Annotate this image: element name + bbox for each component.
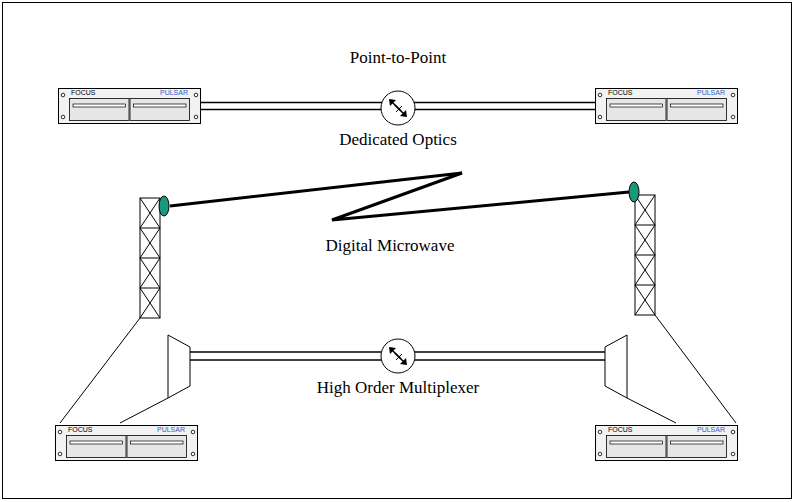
optical-symbol <box>381 91 415 125</box>
brand-label: FOCUS <box>71 89 96 97</box>
caption-label: Dedicated Optics <box>339 130 457 150</box>
equipment-rack: FOCUS PULSAR <box>595 425 738 461</box>
frame-border <box>3 3 792 499</box>
brand-label: PULSAR <box>697 89 725 97</box>
brand-label: PULSAR <box>157 426 185 434</box>
radio-tower <box>140 198 160 318</box>
microwave-link <box>170 173 629 220</box>
equipment-rack: FOCUS PULSAR <box>55 425 198 461</box>
microwave-dish <box>629 182 639 202</box>
caption-label: High Order Multiplexer <box>317 378 479 398</box>
brand-label: PULSAR <box>160 89 188 97</box>
diagram-title: Point-to-Point <box>350 48 446 68</box>
multiplexer <box>605 335 627 398</box>
caption-label: Digital Microwave <box>326 236 455 256</box>
brand-label: FOCUS <box>68 426 93 434</box>
brand-label: FOCUS <box>608 89 633 97</box>
multiplexer <box>168 335 190 398</box>
microwave-dish <box>159 196 169 216</box>
equipment-rack: FOCUS PULSAR <box>58 88 201 124</box>
brand-label: PULSAR <box>697 426 725 434</box>
optical-symbol <box>381 339 415 373</box>
brand-label: FOCUS <box>608 426 633 434</box>
drop-wire <box>60 315 736 423</box>
equipment-rack: FOCUS PULSAR <box>595 88 738 124</box>
radio-tower <box>635 195 655 315</box>
